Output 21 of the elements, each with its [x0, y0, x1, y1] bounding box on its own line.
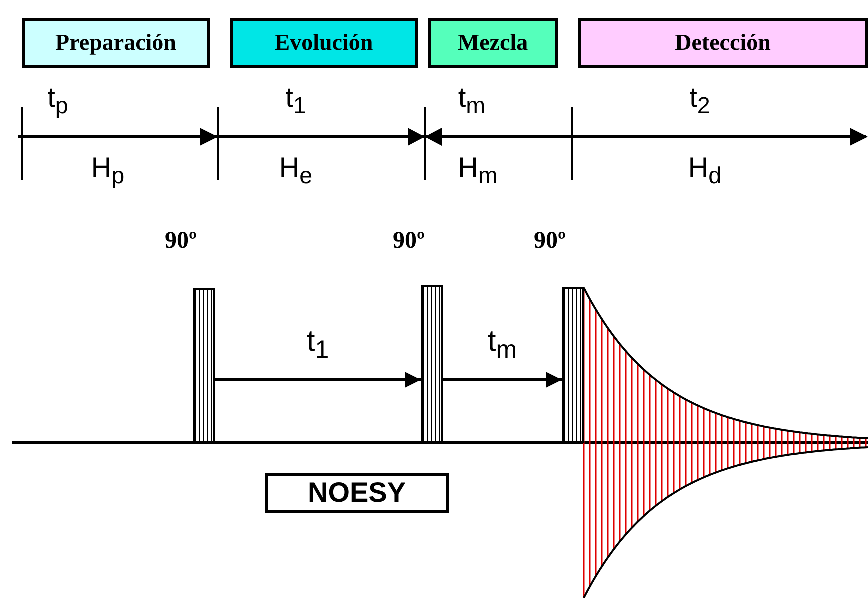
phase-label-box: Detección	[578, 18, 868, 68]
arrow	[443, 372, 562, 388]
phase-label-box: Preparación	[22, 18, 210, 68]
time-interval-label: t$_{m}$	[458, 82, 486, 120]
phase-label-box: Mezcla	[428, 18, 558, 68]
time-interval-label: t$_{2}$	[690, 82, 710, 120]
pulse-angle-label: 90º	[165, 228, 197, 255]
pulse-bar	[193, 288, 215, 443]
hamiltonian-label: H$_{m}$	[458, 152, 498, 190]
hamiltonian-label: H$_{e}$	[279, 152, 313, 190]
arrow	[215, 372, 421, 388]
pulse-bar	[421, 285, 443, 443]
phase-label-box: Evolución	[230, 18, 418, 68]
hamiltonian-label: H$_{p}$	[91, 152, 125, 190]
pulse-angle-label: 90º	[393, 228, 425, 255]
sequence-name-box: NOESY	[265, 473, 449, 513]
hamiltonian-label: H$_{d}$	[688, 152, 722, 190]
pulse-angle-label: 90º	[534, 228, 566, 255]
time-interval-label: t$_{1}$	[286, 82, 306, 120]
pulse-bar	[562, 287, 584, 443]
time-interval-label: t$_{p}$	[48, 82, 68, 120]
